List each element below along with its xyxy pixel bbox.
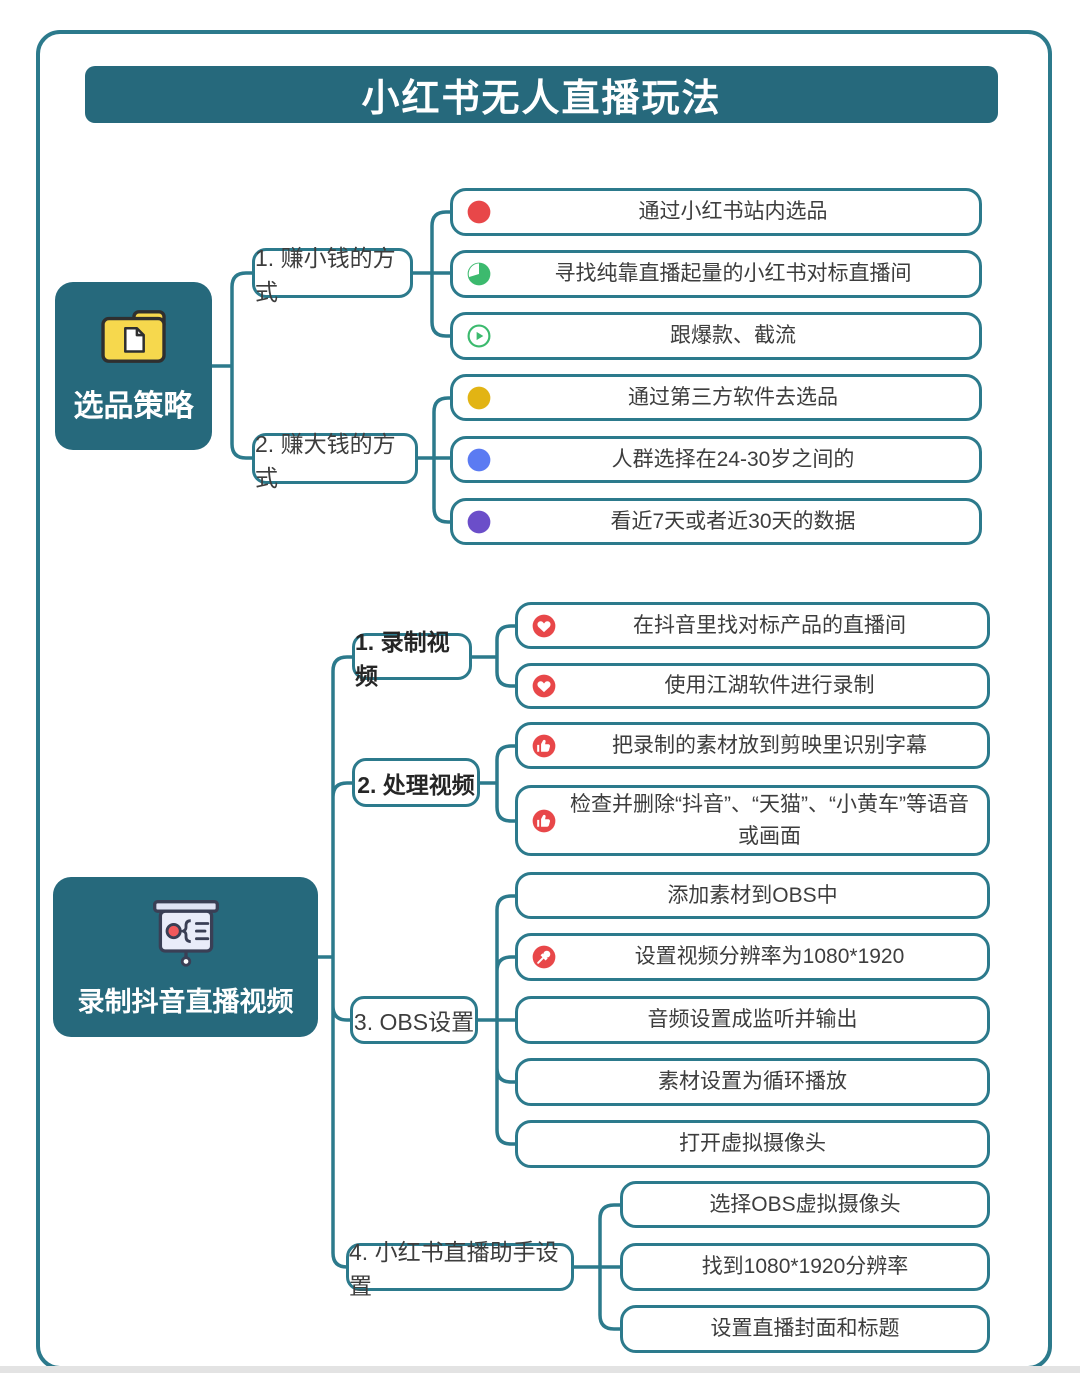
- leaf-node[interactable]: 在抖音里找对标产品的直播间: [515, 602, 990, 649]
- leaf-label: 打开虚拟摄像头: [679, 1132, 826, 1156]
- branch-label: 2. 赚大钱的方式: [255, 430, 396, 491]
- page-title: 小红书无人直播玩法: [361, 78, 722, 120]
- leaf-node[interactable]: 设置直播封面和标题: [620, 1305, 990, 1353]
- branch-label: 3. OBS设置: [353, 1009, 475, 1035]
- leaf-label: 检查并删除“抖音”、“天猫”、“小黄车”等语音或画面: [570, 793, 969, 848]
- leaf-node[interactable]: 音频设置成监听并输出: [515, 996, 990, 1044]
- pushpin-icon: [532, 945, 556, 969]
- branch-label: 2. 处理视频: [357, 771, 475, 798]
- leaf-node[interactable]: 看近7天或者近30天的数据: [450, 498, 982, 545]
- leaf-node[interactable]: 选择OBS虚拟摄像头: [620, 1181, 990, 1228]
- leaf-node[interactable]: 素材设置为循环播放: [515, 1058, 990, 1106]
- leaf-node[interactable]: 打开虚拟摄像头: [515, 1120, 990, 1168]
- leaf-node[interactable]: 寻找纯靠直播起量的小红书对标直播间: [450, 250, 982, 298]
- leaf-label: 选择OBS虚拟摄像头: [709, 1192, 901, 1216]
- leaf-label: 设置视频分辨率为1080*1920: [634, 945, 905, 969]
- leaf-label: 通过小红书站内选品: [638, 200, 828, 224]
- root-node-record-douyin[interactable]: 录制抖音直播视频: [53, 877, 318, 1037]
- root-label: 录制抖音直播视频: [77, 986, 294, 1017]
- root-node-product-strategy[interactable]: 选品策略: [55, 282, 212, 450]
- leaf-label: 素材设置为循环播放: [658, 1070, 847, 1094]
- leaf-node[interactable]: 使用江湖软件进行录制: [515, 663, 990, 709]
- leaf-label: 跟爆款、截流: [670, 324, 796, 348]
- blue-dot-icon: [467, 448, 491, 471]
- leaf-node[interactable]: 跟爆款、截流: [450, 312, 982, 360]
- leaf-label: 寻找纯靠直播起量的小红书对标直播间: [554, 262, 912, 286]
- yellow-dot-icon: [467, 386, 491, 409]
- leaf-node[interactable]: 把录制的素材放到剪映里识别字幕: [515, 722, 990, 769]
- folder-icon: [100, 310, 166, 363]
- leaf-label: 把录制的素材放到剪映里识别字幕: [612, 733, 927, 757]
- branch-label: 4. 小红书直播助手设置: [349, 1239, 559, 1299]
- leaf-node[interactable]: 检查并删除“抖音”、“天猫”、“小黄车”等语音或画面: [515, 785, 990, 856]
- branch-label: 1. 赚小钱的方式: [255, 245, 396, 305]
- thumbs-up-icon: [532, 734, 556, 757]
- leaf-label: 设置直播封面和标题: [710, 1317, 900, 1341]
- green-pie-icon: [467, 262, 491, 286]
- branch-label: 1. 录制视频: [355, 628, 450, 689]
- leaf-node[interactable]: 设置视频分辨率为1080*1920: [515, 933, 990, 981]
- leaf-label: 通过第三方软件去选品: [628, 385, 838, 409]
- leaf-label: 找到1080*1920分辨率: [701, 1255, 909, 1279]
- leaf-label: 人群选择在24-30岁之间的: [611, 447, 855, 471]
- branch-big-money[interactable]: 2. 赚大钱的方式: [252, 431, 418, 491]
- heart-icon: [532, 614, 556, 637]
- purple-dot-icon: [467, 510, 491, 533]
- green-play-icon: [467, 324, 491, 348]
- presentation-board-icon: [152, 899, 219, 967]
- leaf-label: 使用江湖软件进行录制: [664, 674, 875, 698]
- branch-record-video[interactable]: 1. 录制视频: [352, 629, 472, 689]
- branch-process-video[interactable]: 2. 处理视频: [352, 758, 480, 807]
- leaf-label: 音频设置成监听并输出: [647, 1008, 858, 1032]
- title-bar: 小红书无人直播玩法: [85, 66, 998, 123]
- leaf-node[interactable]: 通过第三方软件去选品: [450, 374, 982, 421]
- leaf-label: 看近7天或者近30天的数据: [610, 509, 856, 533]
- red-dot-icon: [467, 200, 491, 224]
- leaf-label: 添加素材到OBS中: [667, 883, 838, 907]
- root-label: 选品策略: [73, 390, 194, 423]
- leaf-node[interactable]: 通过小红书站内选品: [450, 188, 982, 236]
- branch-small-money[interactable]: 1. 赚小钱的方式: [252, 245, 413, 305]
- leaf-node[interactable]: 找到1080*1920分辨率: [620, 1243, 990, 1291]
- heart-icon: [532, 674, 556, 698]
- branch-obs-settings[interactable]: 3. OBS设置: [350, 996, 478, 1044]
- leaf-node[interactable]: 人群选择在24-30岁之间的: [450, 436, 982, 483]
- leaf-node[interactable]: 添加素材到OBS中: [515, 872, 990, 919]
- screenshot-edge-strip: [0, 1366, 1080, 1373]
- thumbs-up-icon: [532, 809, 556, 832]
- branch-xhs-assistant-settings[interactable]: 4. 小红书直播助手设置: [346, 1239, 574, 1299]
- leaf-label: 在抖音里找对标产品的直播间: [633, 613, 906, 637]
